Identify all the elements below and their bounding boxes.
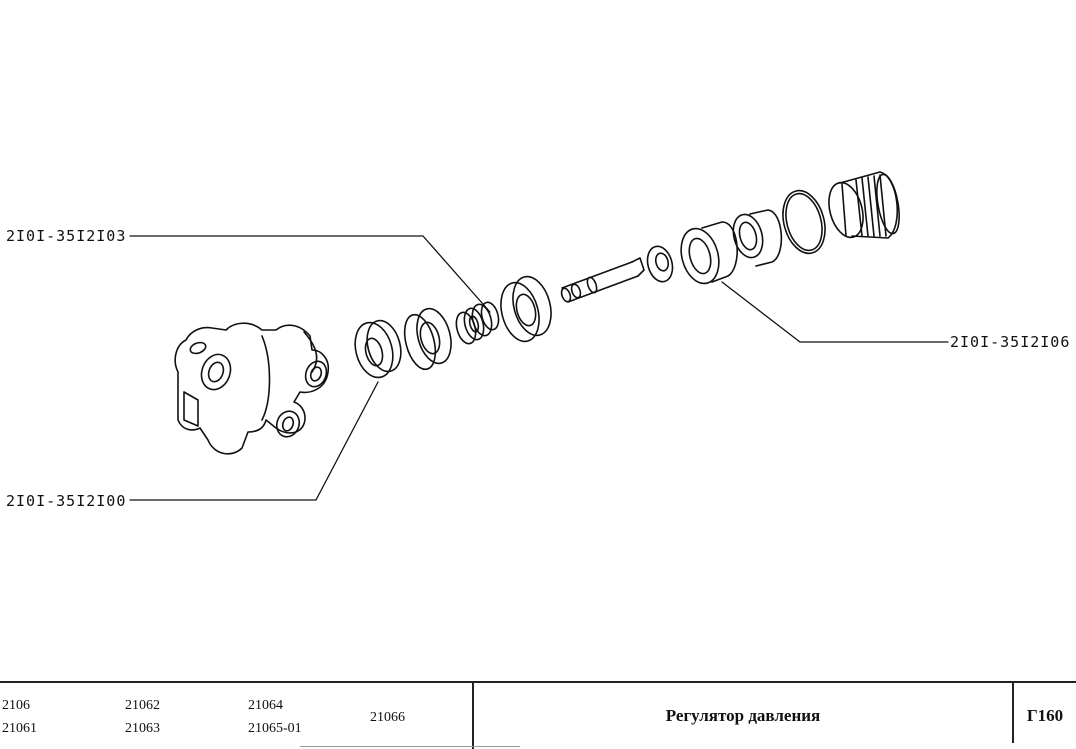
leader-lines xyxy=(129,235,949,501)
seal-ring-icon xyxy=(354,319,402,379)
piston-icon xyxy=(560,245,674,303)
drawing-title: Регулятор давления xyxy=(665,706,821,725)
model-code: 21066 xyxy=(370,710,405,725)
model-code: 21065-01 xyxy=(248,721,302,736)
cup-seal-icon xyxy=(403,307,452,371)
sheet-code: Г160 xyxy=(1026,706,1064,725)
model-code: 2106 xyxy=(2,698,30,713)
title-block: 2106 21061 21062 21063 21064 21065-01 21… xyxy=(0,681,1076,749)
part-number-callout-assembly: 2I0I-35I2I00 xyxy=(6,492,127,510)
model-code: 21064 xyxy=(248,698,283,713)
sleeve-icon xyxy=(732,209,783,267)
model-code: 21063 xyxy=(125,721,160,736)
regulator-body-icon xyxy=(174,322,330,455)
applicable-models: 2106 21061 21062 21063 21064 21065-01 21… xyxy=(0,683,472,749)
model-code: 21062 xyxy=(125,698,160,713)
title-block-divider xyxy=(1012,683,1014,743)
leader-line-bushing xyxy=(721,281,949,343)
leader-line-spring xyxy=(129,235,491,313)
bushing-icon xyxy=(680,221,738,285)
part-number-callout-bushing: 2I0I-35I2I06 xyxy=(950,333,1071,351)
part-number-callout-spring: 2I0I-35I2I03 xyxy=(6,227,127,245)
washer-icon xyxy=(500,275,552,343)
model-code: 21061 xyxy=(2,721,37,736)
exploded-parts-drawing: 2I0I-35I2I03 2I0I-35I2I06 2I0I-35I2I00 xyxy=(6,171,1071,510)
o-ring-icon xyxy=(782,189,826,255)
title-block-divider xyxy=(472,683,474,749)
spring-icon xyxy=(455,301,500,345)
parts-illustration xyxy=(129,171,949,501)
leader-line-assembly xyxy=(129,381,379,501)
threaded-plug-icon xyxy=(828,171,900,239)
bottom-rule xyxy=(300,746,520,747)
